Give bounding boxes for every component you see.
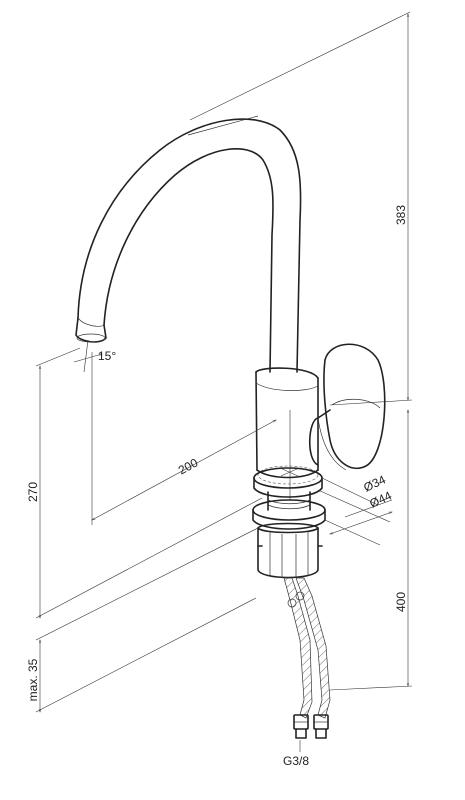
dim-total-height: 383 [189,11,413,406]
dim-spout-reach-label: 200 [176,455,201,477]
dim-angle: 15° [73,339,116,373]
thread-label: G3/8 [283,754,309,768]
dim-diameters: Ø34 Ø44 [317,472,394,546]
dim-max-thickness: max. 35 [26,527,259,712]
dim-spout-height: 270 [26,347,263,618]
dim-angle-label: 15° [98,349,116,363]
base-rosette [253,467,323,498]
faucet-spout [75,115,302,373]
faucet-lever [317,343,386,471]
dim-hose-length-label: 400 [394,592,408,612]
dim-spout-height-label: 270 [26,482,40,502]
dim-total-height-label: 383 [394,205,408,225]
dim-thread: G3/8 [283,740,309,768]
fixing-nut [257,522,323,579]
dim-hose-length: 400 [329,410,413,691]
flexible-hoses [283,577,331,739]
dim-spout-reach: 200 [92,352,276,525]
dim-max-thickness-label: max. 35 [26,658,40,701]
